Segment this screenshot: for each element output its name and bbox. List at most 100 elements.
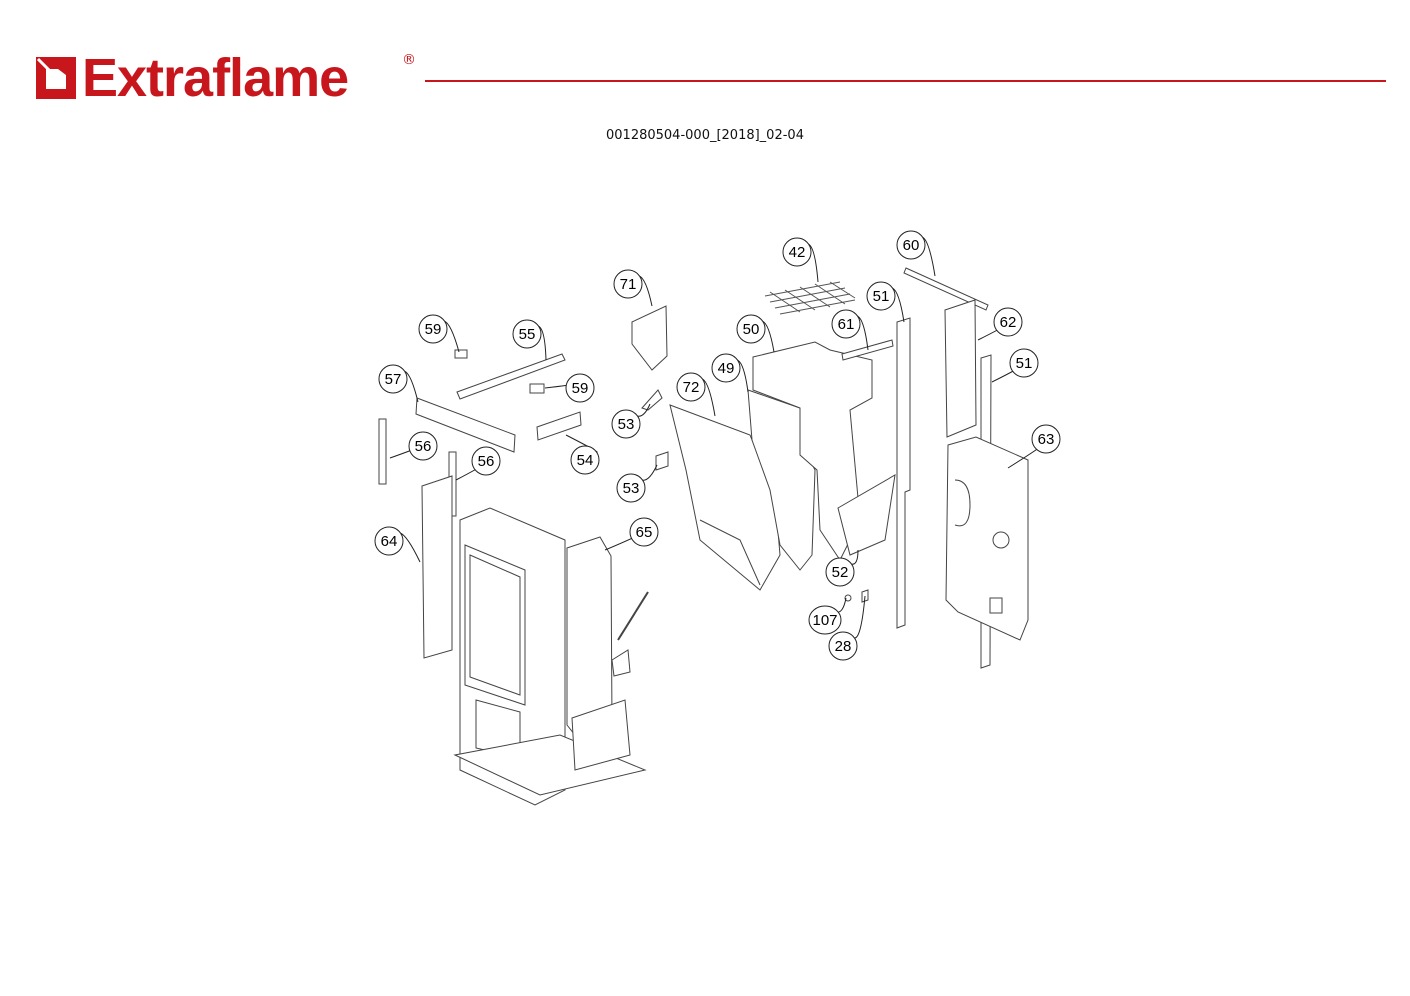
header-rule [425, 80, 1386, 82]
part-107 [844, 594, 852, 602]
callout-circle [570, 445, 600, 475]
part-grid [764, 281, 856, 315]
part-63 [945, 436, 1029, 641]
callout-label: 65 [636, 524, 653, 541]
part-57 [415, 397, 516, 453]
callout-42: 42 [782, 237, 819, 283]
callout-layer: 42 60 51 71 59 55 50 61 62 51 57 59 49 72 53 56 56 54 63 53… [374, 230, 1061, 661]
part-55 [456, 353, 566, 400]
part-65 [566, 536, 613, 736]
callout-circle [611, 409, 641, 439]
callout-circle [616, 473, 646, 503]
callout-64: 64 [374, 526, 421, 563]
callout-label: 72 [683, 379, 700, 396]
callout-label: 53 [618, 416, 635, 433]
callout-circle [736, 314, 766, 344]
callout-circle [993, 307, 1023, 337]
callout-circle [565, 373, 595, 403]
callout-65: 65 [604, 517, 659, 551]
callout-57: 57 [378, 364, 419, 403]
logo-text: Extraflame [82, 48, 349, 108]
callout-circle [613, 269, 643, 299]
callout-circle [471, 446, 501, 476]
callout-label: 49 [718, 360, 735, 377]
callout-label: 55 [519, 326, 536, 343]
callout-59: 59 [544, 373, 595, 403]
callout-circle [374, 526, 404, 556]
callout-circle [418, 314, 448, 344]
callout-53: 53 [616, 464, 658, 503]
part-54 [536, 411, 582, 441]
callout-circle [808, 605, 842, 635]
callout-label: 28 [835, 638, 852, 655]
part-56 [378, 418, 387, 485]
part-64 [421, 475, 453, 659]
callout-52: 52 [825, 549, 859, 587]
callout-label: 63 [1038, 431, 1055, 448]
callout-28: 28 [828, 595, 866, 661]
callout-label: 54 [577, 452, 594, 469]
callout-51: 51 [991, 348, 1039, 383]
callout-label: 64 [381, 533, 398, 550]
callout-circle [711, 353, 741, 383]
callout-label: 42 [789, 244, 806, 261]
callout-circle [831, 309, 861, 339]
logo-mark-icon [36, 57, 76, 99]
callout-circle [629, 517, 659, 547]
callout-62: 62 [977, 307, 1023, 341]
part-62 [944, 299, 977, 438]
leader-line [641, 464, 658, 481]
callout-56: 56 [455, 446, 501, 481]
callout-label: 71 [620, 276, 637, 293]
callout-55: 55 [512, 319, 547, 361]
registered-mark: ® [402, 52, 416, 68]
callout-71: 71 [613, 269, 653, 307]
part-60 [903, 267, 989, 311]
callout-56: 56 [389, 431, 438, 461]
callout-53: 53 [611, 403, 651, 439]
callout-label: 60 [903, 237, 920, 254]
callout-label: 107 [812, 612, 837, 629]
callout-49: 49 [711, 353, 749, 393]
callout-51: 51 [866, 281, 905, 323]
callout-label: 50 [743, 321, 760, 338]
callout-61: 61 [831, 309, 869, 351]
callout-label: 56 [415, 438, 432, 455]
part-59b [529, 383, 545, 394]
callout-label: 62 [1000, 314, 1017, 331]
callout-label: 51 [1016, 355, 1033, 372]
extraflame-logo: Extraflame [34, 48, 349, 108]
base-plate [453, 734, 647, 796]
callout-54: 54 [565, 434, 600, 475]
callout-circle [512, 319, 542, 349]
callout-60: 60 [896, 230, 936, 277]
part-53 [641, 389, 663, 411]
callout-50: 50 [736, 314, 775, 353]
callout-label: 56 [478, 453, 495, 470]
callout-72: 72 [676, 372, 716, 417]
document-number: 001280504-000_[2018]_02-04 [606, 128, 804, 143]
callout-circle [825, 557, 855, 587]
callout-label: 53 [623, 480, 640, 497]
part-53b [655, 451, 669, 471]
callout-circle [782, 237, 812, 267]
part-71 [631, 305, 668, 371]
part-59 [454, 349, 468, 359]
callout-circle [408, 431, 438, 461]
callout-label: 57 [385, 371, 402, 388]
callout-label: 51 [873, 288, 890, 305]
callout-label: 59 [425, 321, 442, 338]
part-52 [837, 474, 896, 556]
callout-circle [1009, 348, 1039, 378]
callout-circle [676, 372, 706, 402]
leader-line [835, 597, 847, 613]
leader-line [853, 595, 866, 639]
callout-circle [378, 364, 408, 394]
callout-circle [828, 631, 858, 661]
part-51 [896, 317, 911, 629]
callout-label: 52 [832, 564, 849, 581]
callout-59: 59 [418, 314, 460, 353]
callout-label: 59 [572, 380, 589, 397]
callout-107: 107 [808, 597, 847, 635]
